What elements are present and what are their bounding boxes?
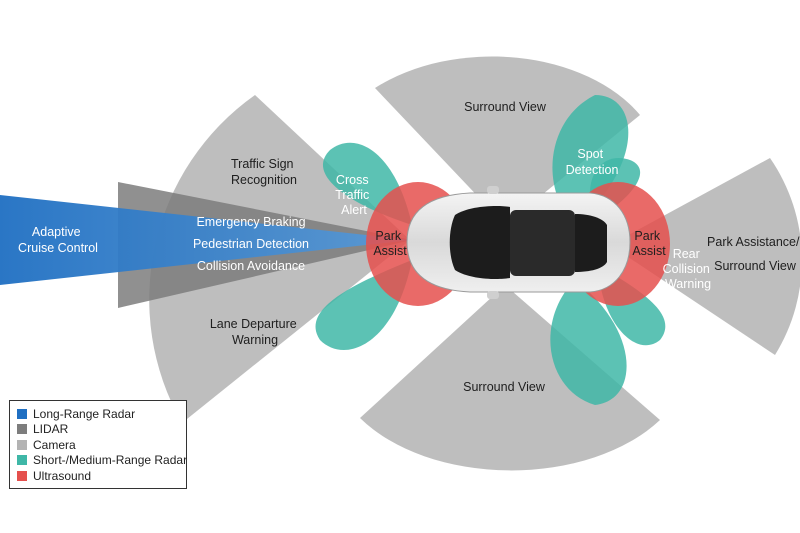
- radar-zone-spot-bottom: [550, 280, 627, 405]
- car-mirror-right: [487, 291, 499, 299]
- label-park-assist-front: Park Assist: [373, 229, 407, 258]
- legend-label: Long-Range Radar: [33, 406, 136, 421]
- car-mirror-left: [487, 186, 499, 194]
- label-pedestrian-detection: Pedestrian Detection: [193, 237, 309, 251]
- car-roof: [510, 210, 575, 276]
- car-top-view: [406, 186, 631, 299]
- legend-swatch: [17, 408, 27, 419]
- label-spot-detection: Spot Detection: [566, 147, 619, 177]
- legend-label: LIDAR: [33, 422, 69, 437]
- label-surround-view-bottom: Surround View: [463, 380, 546, 394]
- label-emergency-braking: Emergency Braking: [196, 215, 305, 229]
- label-collision-avoidance: Collision Avoidance: [197, 259, 305, 273]
- legend-label: Ultrasound: [33, 468, 92, 483]
- legend-label: Short-/Medium-Range Radar: [33, 453, 188, 468]
- car-rear-window: [575, 214, 607, 272]
- legend-swatch: [17, 424, 27, 435]
- label-park-assist-rear: Park Assist: [632, 229, 666, 258]
- camera-zone-surround-top: [375, 56, 640, 225]
- legend-swatch: [17, 439, 27, 450]
- label-rear-collision-warning: Rear Collision Warning: [663, 247, 714, 291]
- legend: Long-Range Radar LIDAR Camera Short-/Med…: [9, 400, 187, 489]
- legend-swatch: [17, 470, 27, 481]
- label-park-assistance-surround-view: Park Assistance/ Surround View: [707, 235, 800, 273]
- legend-label: Camera: [33, 437, 76, 452]
- label-adaptive-cruise-control: Adaptive Cruise Control: [18, 225, 98, 255]
- camera-zone-rear: [610, 158, 800, 355]
- long-range-radar-zone: [0, 195, 412, 285]
- label-cross-traffic-alert: Cross Traffic Alert: [335, 173, 373, 217]
- label-lane-departure-warning: Lane Departure Warning: [210, 317, 300, 347]
- label-traffic-sign-recognition: Traffic Sign Recognition: [231, 157, 297, 187]
- legend-item-ultrasound: Ultrasound: [17, 468, 186, 484]
- camera-zone-surround-bottom: [360, 285, 660, 471]
- legend-item-lidar: LIDAR: [17, 422, 186, 438]
- legend-item-short-medium-range-radar: Short-/Medium-Range Radar: [17, 453, 188, 469]
- car-windshield: [449, 205, 510, 280]
- label-surround-view-top: Surround View: [464, 100, 547, 114]
- legend-swatch: [17, 455, 27, 466]
- legend-item-long-range-radar: Long-Range Radar: [17, 406, 186, 422]
- legend-item-camera: Camera: [17, 437, 186, 453]
